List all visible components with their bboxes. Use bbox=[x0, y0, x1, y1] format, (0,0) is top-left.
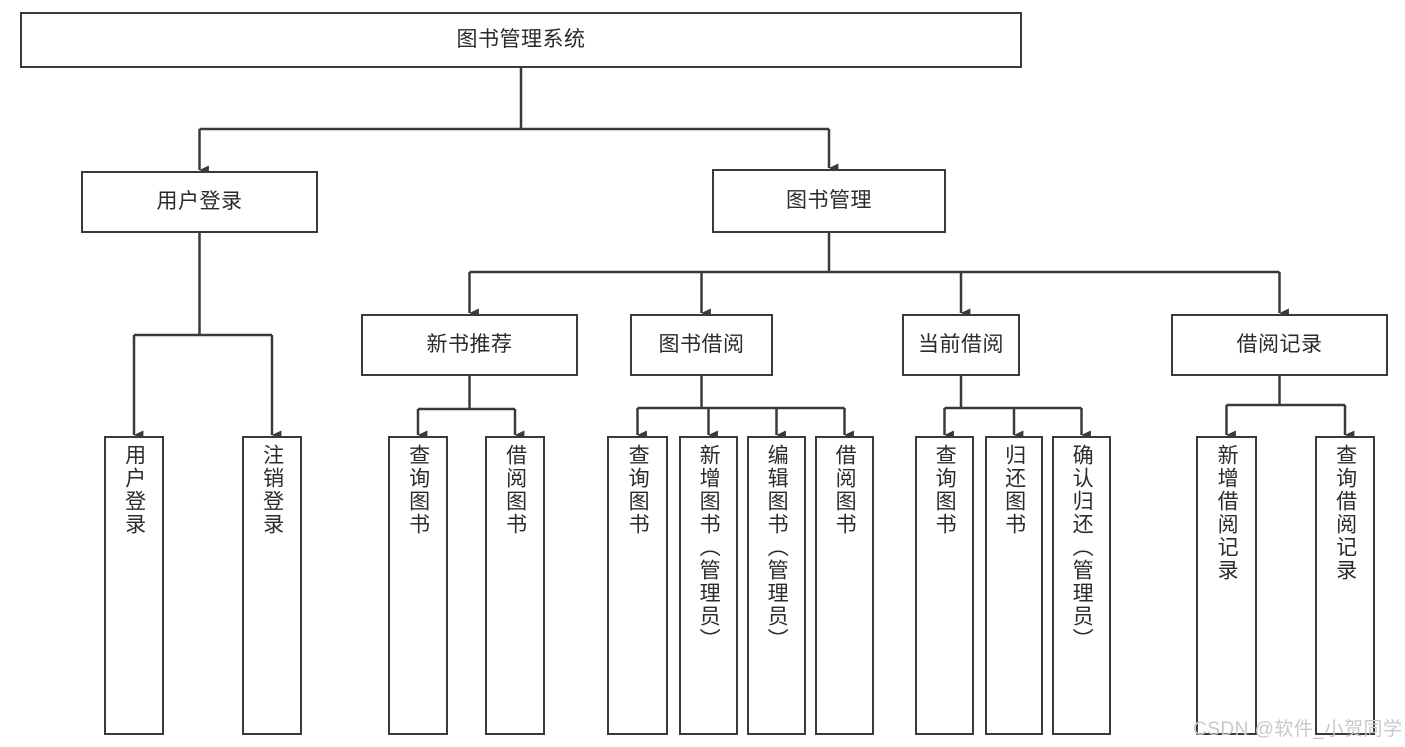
node-leaf-login1[interactable]: 用户登录 bbox=[104, 436, 164, 735]
node-leaf-cur2[interactable]: 归还图书 bbox=[985, 436, 1043, 735]
node-label: 用户登录 bbox=[122, 444, 146, 536]
node-label: 当前借阅 bbox=[918, 332, 1004, 356]
node-leaf-bor4[interactable]: 借阅图书 bbox=[815, 436, 874, 735]
node-label: 借阅图书 bbox=[503, 444, 527, 536]
node-label: 查询图书 bbox=[933, 444, 957, 536]
node-label: 编辑图书（管理员） bbox=[765, 444, 789, 651]
node-label: 注销登录 bbox=[260, 444, 284, 536]
node-leaf-cur3[interactable]: 确认归还（管理员） bbox=[1052, 436, 1111, 735]
node-borrow[interactable]: 图书借阅 bbox=[630, 314, 773, 376]
node-leaf-login2[interactable]: 注销登录 bbox=[242, 436, 302, 735]
node-label: 查询图书 bbox=[626, 444, 650, 536]
node-label: 查询图书 bbox=[406, 444, 430, 536]
node-label: 借阅记录 bbox=[1236, 332, 1323, 356]
node-leaf-bor3[interactable]: 编辑图书（管理员） bbox=[747, 436, 806, 735]
node-label: 图书管理系统 bbox=[456, 27, 586, 51]
node-leaf-new1[interactable]: 查询图书 bbox=[388, 436, 448, 735]
node-label: 图书借阅 bbox=[658, 332, 745, 356]
node-label: 借阅图书 bbox=[833, 444, 857, 536]
node-leaf-rec2[interactable]: 查询借阅记录 bbox=[1315, 436, 1375, 735]
node-leaf-cur1[interactable]: 查询图书 bbox=[915, 436, 974, 735]
node-newbook[interactable]: 新书推荐 bbox=[361, 314, 578, 376]
node-records[interactable]: 借阅记录 bbox=[1171, 314, 1388, 376]
node-leaf-rec1[interactable]: 新增借阅记录 bbox=[1196, 436, 1257, 735]
node-leaf-bor2[interactable]: 新增图书（管理员） bbox=[679, 436, 738, 735]
node-current[interactable]: 当前借阅 bbox=[902, 314, 1020, 376]
node-login[interactable]: 用户登录 bbox=[81, 171, 318, 233]
node-label: 归还图书 bbox=[1002, 444, 1026, 536]
connector-lines bbox=[132, 68, 1355, 440]
node-label: 确认归还（管理员） bbox=[1070, 444, 1094, 651]
node-leaf-new2[interactable]: 借阅图书 bbox=[485, 436, 545, 735]
node-label: 图书管理 bbox=[786, 188, 872, 212]
node-root[interactable]: 图书管理系统 bbox=[20, 12, 1022, 68]
node-label: 新增借阅记录 bbox=[1215, 444, 1239, 582]
node-label: 查询借阅记录 bbox=[1333, 444, 1357, 582]
node-label: 新书推荐 bbox=[426, 332, 513, 356]
node-bookmgmt[interactable]: 图书管理 bbox=[712, 169, 946, 233]
node-label: 新增图书（管理员） bbox=[697, 444, 721, 651]
node-leaf-bor1[interactable]: 查询图书 bbox=[607, 436, 668, 735]
node-label: 用户登录 bbox=[156, 189, 243, 213]
